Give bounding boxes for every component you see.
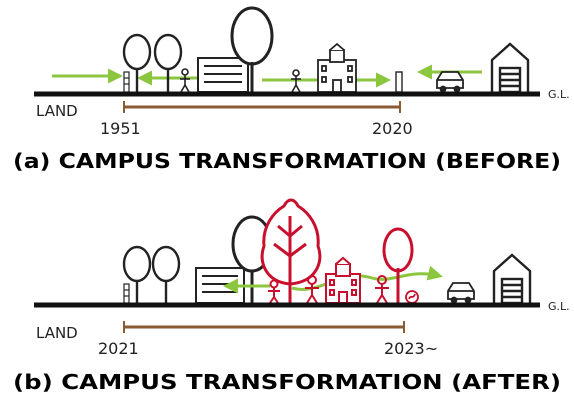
person-icon — [291, 69, 301, 93]
tree-icon — [122, 33, 152, 92]
car-icon — [447, 282, 475, 304]
garage-icon — [492, 253, 532, 305]
ladder-icon — [123, 71, 130, 93]
caption-before: (a) CAMPUS TRANSFORMATION (BEFORE) — [13, 149, 561, 173]
building-icon — [197, 57, 249, 93]
tree-icon — [151, 245, 181, 303]
year-end: 2023~ — [384, 339, 438, 358]
ground-label: G.L. — [548, 88, 570, 101]
timeline-bar — [123, 101, 401, 113]
person-icon — [375, 275, 389, 304]
garage-icon — [490, 42, 530, 94]
ladder-icon — [123, 283, 130, 304]
year-end: 2020 — [372, 119, 413, 138]
year-start: 2021 — [98, 339, 139, 358]
person-icon — [305, 275, 319, 304]
person-icon — [268, 279, 280, 304]
caption-after: (b) CAMPUS TRANSFORMATION (AFTER) — [13, 370, 561, 394]
land-label: LAND — [36, 324, 78, 342]
year-start: 1951 — [100, 119, 141, 138]
land-label: LAND — [36, 102, 78, 120]
red-tree-icon — [382, 227, 414, 303]
fire-icon — [405, 290, 419, 304]
flow-arrows — [52, 64, 482, 88]
campus-building-icon — [325, 256, 361, 304]
ground-label: G.L. — [548, 300, 570, 313]
campus-building-icon — [317, 42, 357, 93]
sign-icon — [395, 71, 403, 93]
tree-icon — [230, 6, 274, 92]
tree-icon — [122, 245, 152, 303]
car-icon — [436, 71, 464, 93]
panel-after: G.L. LAND 2021 2023~ (b) CAMPUS TRANSFOR… — [13, 198, 570, 394]
panel-before: G.L. LAND 1951 2020 (a) CAMPUS TRANSFORM… — [13, 6, 570, 173]
person-icon — [180, 68, 190, 93]
red-tree-icon — [260, 198, 322, 303]
tree-icon — [153, 33, 183, 92]
timeline-bar — [123, 321, 405, 333]
